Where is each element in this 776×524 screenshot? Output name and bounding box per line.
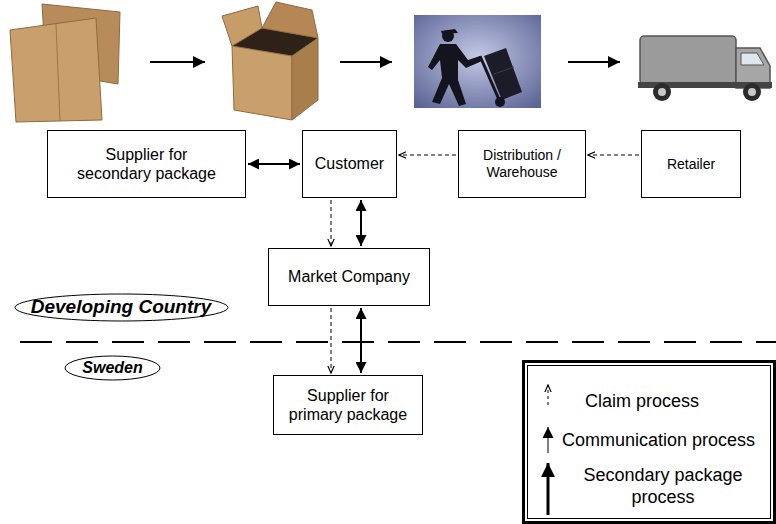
box-label: Customer [315,154,384,173]
legend-item: Secondary package process [568,465,758,508]
package-arrow [360,308,362,373]
process-box: Distribution / Warehouse [458,130,586,198]
region-label: Sweden [64,355,161,381]
legend-sample [548,385,549,405]
flow-arrow [568,61,620,63]
process-box: Supplier for primary package [273,375,423,435]
open-box [222,2,318,120]
box-label: Supplier for secondary package [72,145,222,183]
legend-sample [548,427,549,453]
process-box: Retailer [641,130,741,198]
truck-icon [638,36,772,101]
claim-arrow [331,200,332,246]
legend-label: Claim process [585,391,765,413]
region-ellipse [65,356,160,380]
box-label: Market Company [288,267,410,286]
legend-sample [547,463,550,515]
region-ellipse [15,294,228,321]
box-label: Distribution / Warehouse [467,147,577,181]
process-box: Market Company [268,248,430,306]
border-line [20,341,776,343]
legend-box: Claim processCommunication processSecond… [522,360,776,524]
package-arrow [248,163,300,165]
region-name: Developing Country [31,296,212,319]
flow-arrow [150,61,205,63]
legend-item: Communication process [562,430,770,452]
box-label: Supplier for primary package [283,386,413,424]
claim-arrow [399,155,456,156]
legend-label: Secondary package process [568,465,758,508]
package-arrow [360,200,362,246]
flat-cardboard [10,4,120,122]
legend-item: Claim process [585,391,765,413]
claim-arrow [331,308,332,373]
box-label: Retailer [667,156,715,173]
process-box: Customer [302,130,397,198]
flow-arrow [340,61,392,63]
process-box: Supplier for secondary package [47,130,246,198]
worker-photo [414,15,541,108]
claim-arrow [588,155,639,156]
region-label: Developing Country [14,293,229,322]
region-name: Sweden [82,358,142,377]
legend-label: Communication process [562,430,770,452]
